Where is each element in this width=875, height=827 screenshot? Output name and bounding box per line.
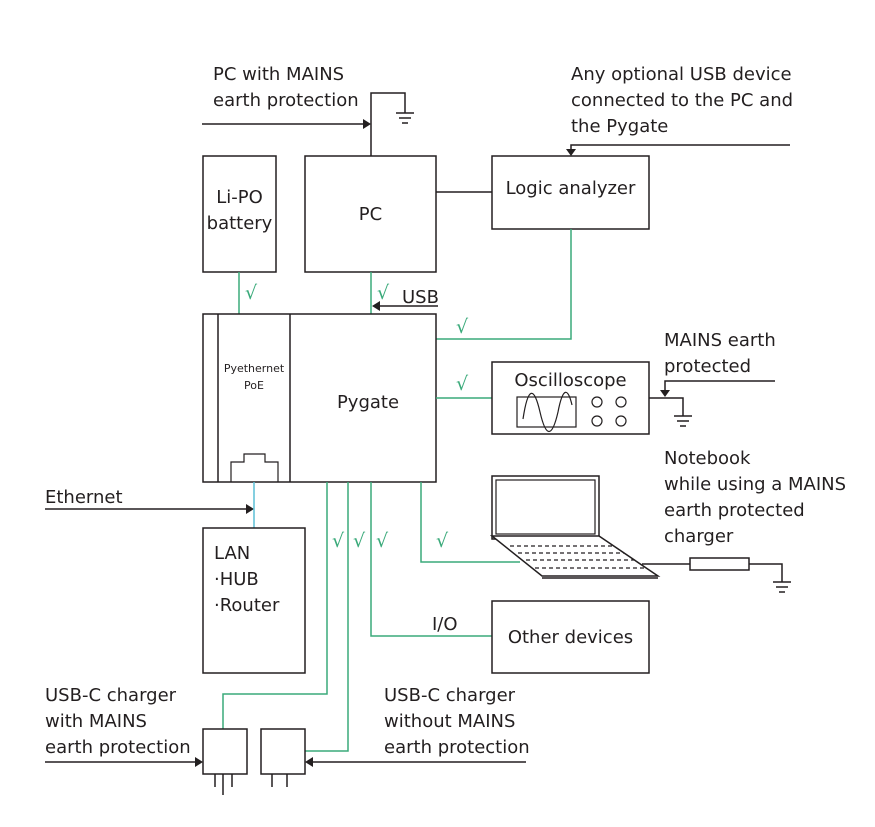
oscilloscope-knob-icon [591, 415, 603, 427]
pc-node: PC [304, 155, 437, 273]
usb-device-wire [570, 144, 790, 151]
oscilloscope-label: Oscilloscope [514, 370, 626, 391]
usb-device-label-line1: Any optional USB device [571, 64, 792, 85]
notebook-earth-wire [749, 563, 783, 582]
charger-noearth-label-line3: earth protection [384, 737, 530, 758]
oscilloscope-knob-icon [591, 396, 603, 408]
oscilloscope-mains-arrow [660, 390, 670, 397]
ground-icon [773, 581, 791, 593]
pc-mains-annotation: PC with MAINS earth protection [213, 64, 359, 111]
lan-item-router: ·Router [214, 595, 280, 616]
notebook-link-check: √ [436, 530, 449, 552]
logic-analyzer-pygate-link [436, 229, 572, 340]
usb-c-charger-earthed [202, 728, 248, 795]
charger-noearth-label-line2: without MAINS [384, 711, 515, 732]
pygate-assembly: Pyethernet PoE Pygate [202, 313, 437, 483]
logic-analyzer-label: Logic analyzer [506, 178, 636, 199]
lan-item-hub: ·HUB [214, 569, 259, 590]
other-devices-node: Other devices [491, 600, 650, 674]
oscilloscope-node: Oscilloscope [491, 361, 650, 435]
notebook-label-line2: while using a MAINS [664, 474, 846, 495]
osc-mains-label-line2: protected [664, 356, 751, 377]
notebook-label-line3: earth protected [664, 500, 805, 521]
usb-device-label-line3: the Pygate [571, 116, 668, 137]
lan-node: LAN ·HUB ·Router [202, 527, 306, 674]
usb-c-charger-unearthed [260, 728, 306, 787]
pygate-charger-earth-link [222, 482, 328, 729]
notebook-charger-brick [689, 557, 750, 571]
pyethernet-label-line1: Pyethernet [224, 362, 285, 375]
pygate-io-link [370, 482, 492, 637]
notebook-annotation: Notebook while using a MAINS earth prote… [664, 448, 846, 547]
logic-analyzer-link-check: √ [456, 316, 469, 338]
usb-device-arrow [566, 149, 576, 156]
charger-earth-label-line2: with MAINS [45, 711, 147, 732]
charger-earth-mains-arrow [195, 757, 203, 767]
charger-earth-annotation: USB-C charger with MAINS earth protectio… [45, 685, 191, 758]
oscilloscope-knob-icon [615, 415, 627, 427]
oscilloscope-mains-wire [664, 380, 775, 390]
notebook-label-line4: charger [664, 526, 734, 547]
pygate-notebook-link [420, 482, 520, 563]
lan-title: LAN [214, 543, 250, 564]
oscilloscope-earth-wire [649, 397, 684, 416]
osc-mains-label-line1: MAINS earth [664, 330, 776, 351]
pygate-charger-noearth-link [305, 482, 349, 752]
io-label: I/O [432, 614, 458, 635]
oscilloscope-mains-annotation: MAINS earth protected [664, 330, 776, 377]
usb-arrow [372, 301, 380, 311]
charger-noearth-label-line1: USB-C charger [384, 685, 516, 706]
rj45-port-icon [230, 453, 279, 482]
pc-mains-label-line2: earth protection [213, 90, 359, 111]
io-link-check: √ [376, 530, 389, 552]
lipo-label-line2: battery [207, 213, 273, 234]
charger-earth-link-check: √ [332, 530, 345, 552]
usb-label: USB [402, 287, 439, 308]
ground-icon [674, 415, 692, 427]
oscilloscope-screen [516, 396, 577, 428]
usb-device-label-line2: connected to the PC and [571, 90, 793, 111]
ground-icon [396, 112, 414, 124]
charger-earth-label-line1: USB-C charger [45, 685, 177, 706]
charger-noearth-link-check: √ [353, 530, 366, 552]
lipo-battery-node: Li-PO battery [202, 155, 277, 273]
usb-device-annotation: Any optional USB device connected to the… [571, 64, 793, 137]
sine-wave-icon [522, 391, 573, 433]
oscilloscope-knob-icon [615, 396, 627, 408]
pc-label: PC [359, 204, 382, 225]
lipo-label-line1: Li-PO [216, 187, 263, 208]
charger-noearth-mains-arrow [305, 757, 313, 767]
pyethernet-label-line2: PoE [244, 379, 264, 392]
pc-link-check: √ [377, 282, 390, 304]
oscilloscope-link-check: √ [456, 373, 469, 395]
ethernet-label: Ethernet [45, 487, 123, 508]
lipo-link-check: √ [245, 282, 258, 304]
logic-analyzer-node: Logic analyzer [491, 155, 650, 230]
three-pin-plug-icon [214, 774, 233, 795]
laptop-icon [489, 475, 661, 579]
pc-mains-arrow [363, 119, 371, 129]
charger-noearth-annotation: USB-C charger without MAINS earth protec… [384, 685, 530, 758]
pc-earth-wire [370, 92, 406, 156]
ethernet-arrow [246, 504, 254, 514]
charger-earth-label-line3: earth protection [45, 737, 191, 758]
pygate-outline [202, 313, 437, 483]
other-devices-label: Other devices [508, 627, 633, 648]
two-pin-plug-icon [271, 774, 288, 787]
pc-mains-label-line1: PC with MAINS [213, 64, 344, 85]
pygate-label: Pygate [337, 392, 399, 413]
notebook-label-line1: Notebook [664, 448, 751, 469]
